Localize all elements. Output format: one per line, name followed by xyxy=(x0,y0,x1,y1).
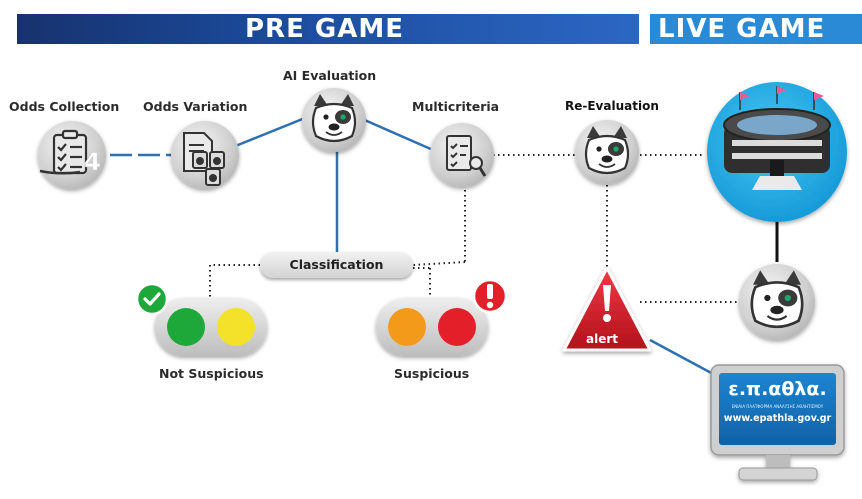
odds-variation-label: Odds Variation xyxy=(143,99,248,114)
alert-triangle-icon xyxy=(562,266,652,352)
pre-game-title: PRE GAME xyxy=(245,14,404,44)
pre-game-banner: PRE GAME xyxy=(17,14,639,44)
suspicious-label: Suspicious xyxy=(394,366,470,381)
orange-light-icon xyxy=(388,308,426,346)
alert-label: alert xyxy=(586,332,619,346)
classification-pill: Classification xyxy=(260,252,413,278)
clipboard-icon xyxy=(39,129,88,175)
connector-ai-multicriteria xyxy=(359,116,434,152)
epathla-url: www.epathla.gov.gr xyxy=(723,413,832,424)
not-suspicious-label: Not Suspicious xyxy=(159,366,264,381)
collection-digit-icon: 4 xyxy=(84,148,101,176)
yellow-light-icon xyxy=(217,308,255,346)
document-bottles-icon xyxy=(183,132,225,186)
multicriteria-label: Multicriteria xyxy=(412,99,500,114)
live-game-banner: LIVE GAME xyxy=(650,14,862,44)
live-game-title: LIVE GAME xyxy=(658,14,826,44)
stadium-icon xyxy=(723,86,831,190)
check-badge-icon xyxy=(135,282,169,316)
exclamation-badge-icon xyxy=(472,278,508,314)
red-light-icon xyxy=(438,308,476,346)
re-evaluation-label: Re-Evaluation xyxy=(565,99,659,113)
odds-collection-label: Odds Collection xyxy=(9,99,120,114)
epathla-logo: ε.π.αθλα. xyxy=(728,378,827,400)
checklist-magnifier-icon xyxy=(446,135,487,177)
epathla-subtitle: ΕΝΙΑΙΑ ΠΛΑΤΦΟΡΜΑ ΑΝΑΛΥΣΗΣ ΑΘΛΗΤΙΣΜΟΥ xyxy=(731,404,824,409)
dotted-connectors xyxy=(209,154,738,303)
green-light-icon xyxy=(167,308,205,346)
connector-variation-ai xyxy=(232,116,306,149)
ai-evaluation-label: AI Evaluation xyxy=(283,68,377,83)
connector-alert-monitor xyxy=(649,338,716,377)
monitor-icon xyxy=(710,364,845,481)
